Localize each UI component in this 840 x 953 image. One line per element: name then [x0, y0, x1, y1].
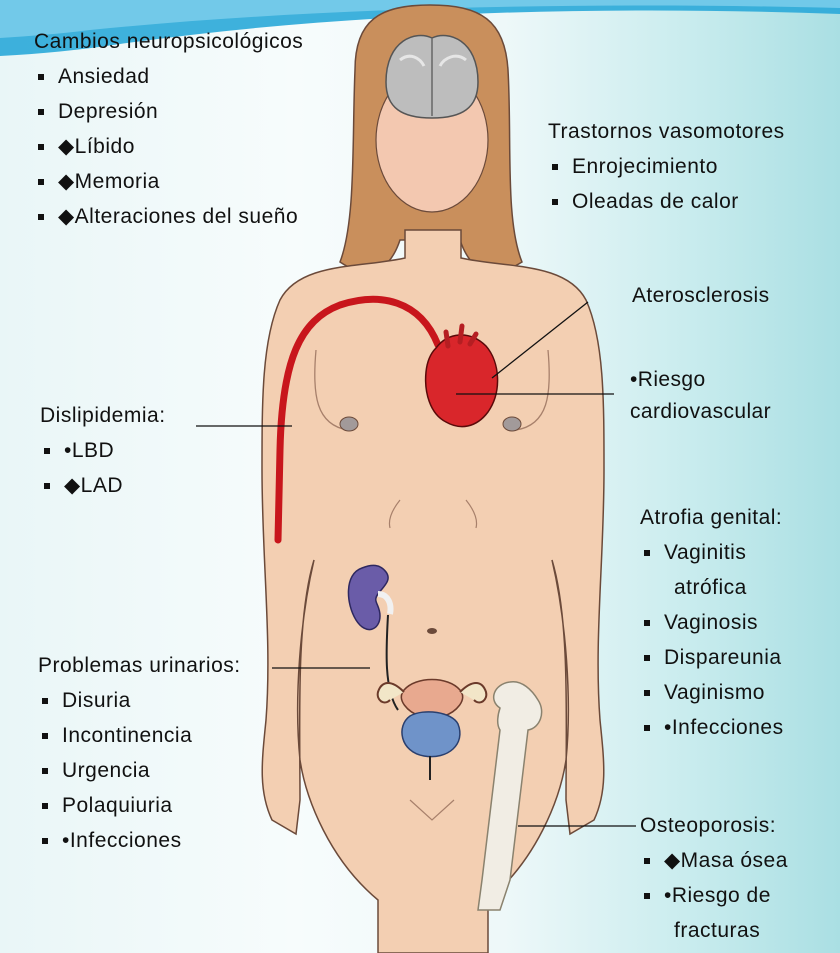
navel: [427, 628, 437, 634]
genital-item-continued: atrófica: [640, 570, 784, 605]
urinary-block: Problemas urinarios: Disuria Incontinenc…: [38, 648, 241, 858]
osteo-item: ◆Masa ósea: [640, 843, 788, 878]
neuro-item: Depresión: [34, 94, 303, 129]
genital-item: Dispareunia: [640, 640, 784, 675]
osteo-block: Osteoporosis: ◆Masa ósea •Riesgo de frac…: [640, 808, 788, 948]
osteo-item: •Riesgo de: [640, 878, 788, 913]
nipple-left: [340, 417, 358, 431]
genital-item: Vaginosis: [640, 605, 784, 640]
neuro-item: ◆Memoria: [34, 164, 303, 199]
cardio-label-2: cardiovascular: [630, 396, 771, 428]
neuro-title: Cambios neuropsicológicos: [34, 24, 303, 59]
urinary-item: •Infecciones: [38, 823, 241, 858]
urinary-item: Disuria: [38, 683, 241, 718]
vaso-item: Oleadas de calor: [548, 184, 785, 219]
osteo-item-continued: fracturas: [640, 913, 788, 948]
bladder-icon: [402, 712, 460, 757]
nipple-right: [503, 417, 521, 431]
urinary-item: Incontinencia: [38, 718, 241, 753]
cardio-label-1: •Riesgo: [630, 364, 706, 396]
dyslip-item: ◆LAD: [40, 468, 166, 503]
osteo-title: Osteoporosis:: [640, 808, 788, 843]
vaso-title: Trastornos vasomotores: [548, 114, 785, 149]
genital-item: Vaginitis: [640, 535, 784, 570]
genital-block: Atrofia genital: Vaginitis atrófica Vagi…: [640, 500, 784, 745]
neuro-item: ◆Alteraciones del sueño: [34, 199, 303, 234]
neuro-item: ◆Líbido: [34, 129, 303, 164]
vaso-block: Trastornos vasomotores Enrojecimiento Ol…: [548, 114, 785, 219]
genital-item: •Infecciones: [640, 710, 784, 745]
dyslip-block: Dislipidemia: •LBD ◆LAD: [40, 398, 166, 503]
uterus-icon: [401, 680, 462, 717]
dyslip-item: •LBD: [40, 433, 166, 468]
neuro-item: Ansiedad: [34, 59, 303, 94]
urinary-item: Polaquiuria: [38, 788, 241, 823]
genital-item: Vaginismo: [640, 675, 784, 710]
athero-label: Aterosclerosis: [632, 280, 769, 312]
heart-icon: [426, 335, 498, 427]
neuro-block: Cambios neuropsicológicos Ansiedad Depre…: [34, 24, 303, 234]
urinary-item: Urgencia: [38, 753, 241, 788]
vaso-item: Enrojecimiento: [548, 149, 785, 184]
genital-title: Atrofia genital:: [640, 500, 784, 535]
dyslip-title: Dislipidemia:: [40, 398, 166, 433]
urinary-title: Problemas urinarios:: [38, 648, 241, 683]
